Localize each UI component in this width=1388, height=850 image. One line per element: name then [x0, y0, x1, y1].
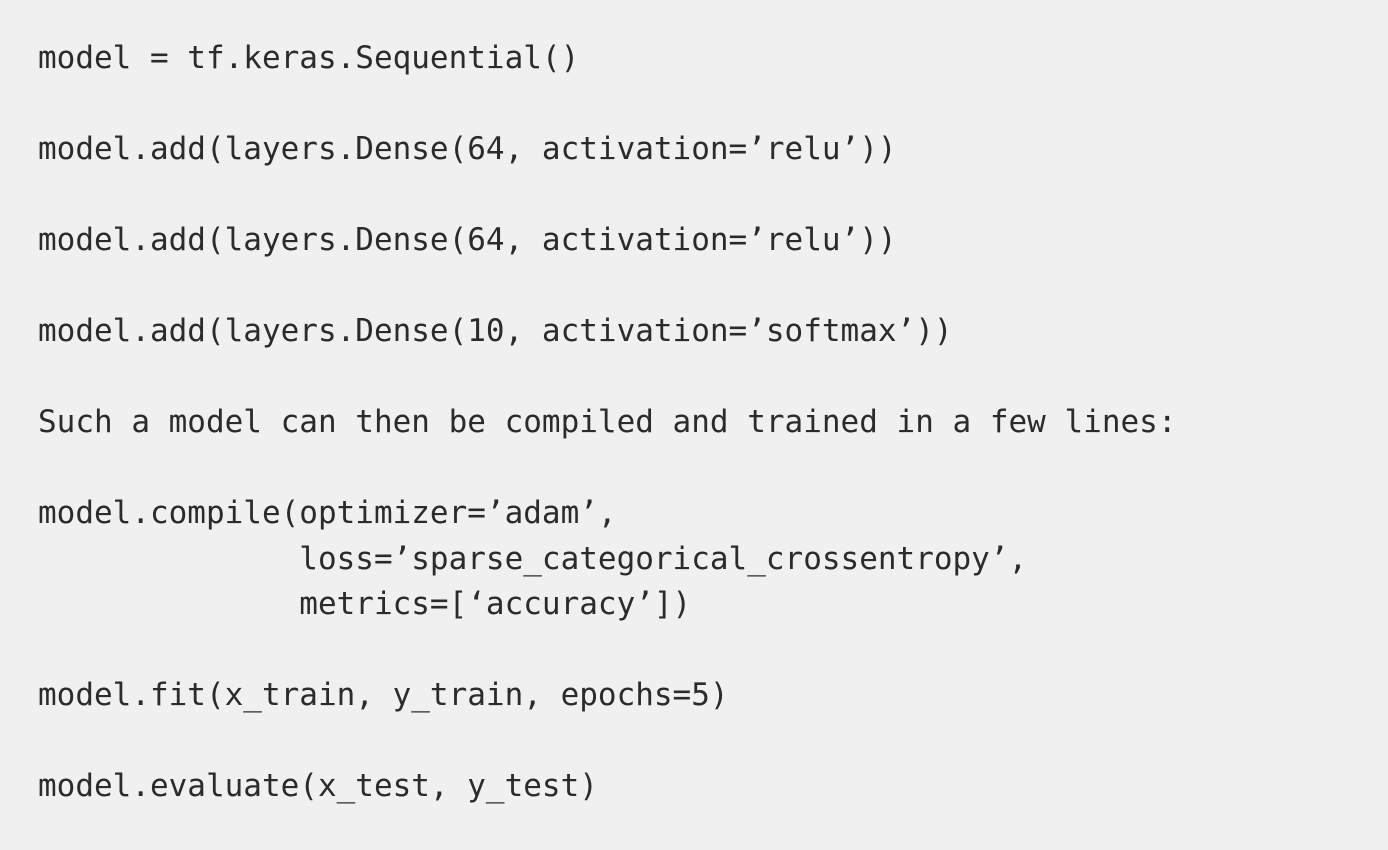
blank-line: [38, 446, 1176, 492]
blank-line: [38, 355, 1176, 401]
code-line: model.add(layers.Dense(10, activation=’s…: [38, 313, 953, 349]
code-line: metrics=[‘accuracy’]): [38, 586, 692, 622]
code-listing: model = tf.keras.Sequential() model.add(l…: [38, 36, 1176, 810]
prose-line: Such a model can then be compiled and tr…: [38, 404, 1177, 440]
blank-line: [38, 264, 1176, 310]
blank-line: [38, 719, 1176, 765]
code-line: model.fit(x_train, y_train, epochs=5): [38, 677, 729, 713]
code-line: model.add(layers.Dense(64, activation=’r…: [38, 222, 897, 258]
blank-line: [38, 82, 1176, 128]
code-line: model = tf.keras.Sequential(): [38, 40, 580, 76]
code-line: loss=’sparse_categorical_crossentropy’,: [38, 540, 1028, 577]
blank-line: [38, 173, 1176, 219]
code-line: model.compile(optimizer=’adam’,: [38, 495, 617, 531]
blank-line: [38, 628, 1176, 674]
code-line: model.add(layers.Dense(64, activation=’r…: [38, 131, 897, 167]
code-line: model.evaluate(x_test, y_test): [38, 768, 598, 804]
